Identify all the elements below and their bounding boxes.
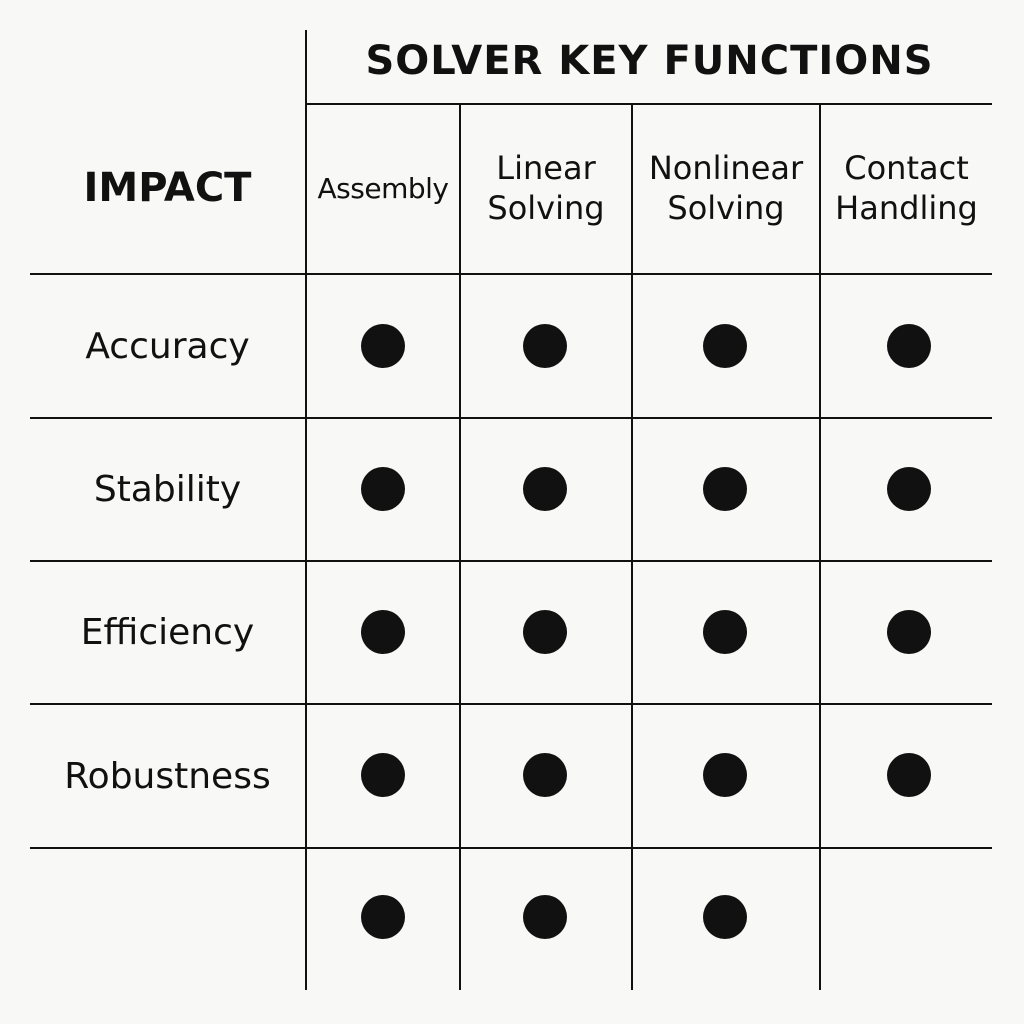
mark-icon-efficiency-nonlinear-solving	[703, 610, 747, 654]
grid-line-horizontal	[30, 847, 992, 849]
mark-icon-unlabeled-linear-solving	[523, 895, 567, 939]
mark-icon-robustness-contact-handling	[887, 753, 931, 797]
mark-icon-robustness-linear-solving	[523, 753, 567, 797]
column-header-linear-solving: Linear Solving	[487, 149, 605, 227]
row-header-accuracy: Accuracy	[85, 325, 250, 367]
grid-line-vertical	[305, 30, 307, 990]
mark-icon-unlabeled-assembly	[361, 895, 405, 939]
mark-icon-stability-linear-solving	[523, 467, 567, 511]
row-header-robustness: Robustness	[64, 755, 271, 797]
mark-icon-stability-assembly	[361, 467, 405, 511]
mark-icon-accuracy-assembly	[361, 324, 405, 368]
mark-icon-unlabeled-nonlinear-solving	[703, 895, 747, 939]
row-header-efficiency: Efficiency	[80, 612, 255, 653]
grid-line-vertical	[819, 104, 821, 990]
row-header-stability: Stability	[93, 469, 242, 510]
mark-icon-robustness-nonlinear-solving	[703, 753, 747, 797]
row-header-unlabeled	[30, 849, 305, 990]
mark-icon-efficiency-contact-handling	[887, 610, 931, 654]
grid-line-horizontal	[30, 273, 992, 275]
mark-icon-accuracy-nonlinear-solving	[703, 324, 747, 368]
column-header-contact-handling: Contact Handling	[835, 149, 978, 227]
mark-icon-accuracy-linear-solving	[523, 324, 567, 368]
mark-icon-accuracy-contact-handling	[887, 324, 931, 368]
mark-icon-robustness-assembly	[361, 753, 405, 797]
grid-line-horizontal	[30, 560, 992, 562]
column-header-assembly: Assembly	[317, 171, 449, 205]
mark-icon-stability-contact-handling	[887, 467, 931, 511]
grid-line-horizontal	[30, 703, 992, 705]
column-header-nonlinear-solving: Nonlinear Solving	[648, 149, 804, 227]
mark-icon-stability-nonlinear-solving	[703, 467, 747, 511]
mark-icon-efficiency-linear-solving	[523, 610, 567, 654]
grid-line-vertical	[631, 104, 633, 990]
mark-icon-efficiency-assembly	[361, 610, 405, 654]
grid-line-vertical	[459, 104, 461, 990]
grid-line-horizontal	[306, 103, 992, 105]
matrix-title: SOLVER KEY FUNCTIONS	[365, 38, 934, 84]
grid-line-horizontal	[30, 417, 992, 419]
impact-label: IMPACT	[83, 165, 252, 211]
